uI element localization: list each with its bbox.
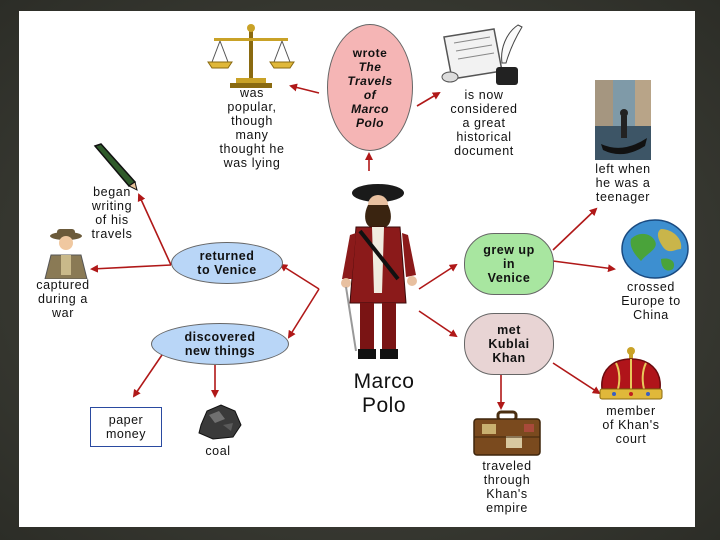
- label-historical-line2: considered: [450, 102, 518, 116]
- label-captured-line3: war: [52, 306, 74, 320]
- node-wrote-line2: The: [358, 59, 382, 74]
- suitcase-icon: [473, 410, 541, 456]
- node-discovered-things: discovered new things: [151, 323, 289, 365]
- scroll-quill-icon: [441, 24, 523, 85]
- node-met-line3: Khan: [492, 351, 526, 365]
- node-returned-line2: to Venice: [197, 263, 257, 277]
- label-historical-line3: a great: [462, 116, 506, 130]
- label-traveled-empire: traveled through Khan's empire: [467, 459, 547, 515]
- label-began-line4: travels: [91, 227, 133, 241]
- label-coal: coal: [193, 444, 243, 458]
- label-crossed-line1: crossed: [627, 280, 675, 294]
- label-member-line3: court: [615, 432, 647, 446]
- label-was-popular: was popular, though many thought he was …: [209, 86, 295, 170]
- label-popular-line5: thought he: [219, 142, 285, 156]
- explorer-icon: [44, 229, 88, 279]
- node-discovered-line2: new things: [184, 344, 256, 358]
- venice-gondola-photo: [595, 80, 651, 160]
- node-wrote-travels: wrote The Travels of Marco Polo: [327, 24, 413, 151]
- node-wrote-line5: Marco: [351, 101, 389, 116]
- label-historical-line5: document: [454, 144, 514, 158]
- node-met-line1: met: [497, 323, 521, 337]
- node-paper-money-line1: paper: [108, 413, 144, 427]
- center-title: Marco Polo: [324, 370, 444, 418]
- crown-icon: [599, 347, 663, 400]
- label-popular-line4: many: [235, 128, 269, 142]
- label-captured-line1: captured: [36, 278, 90, 292]
- node-grew-up-line3: Venice: [487, 271, 531, 285]
- label-began-line2: writing: [91, 199, 133, 213]
- node-grew-up-venice: grew up in Venice: [464, 233, 554, 295]
- label-traveled-line2: through: [483, 473, 531, 487]
- node-paper-money-line2: money: [105, 427, 147, 441]
- node-returned-line1: returned: [199, 249, 255, 263]
- marco-polo-figure: [341, 184, 417, 359]
- label-captured-line2: during a: [38, 292, 88, 306]
- label-began-line3: of his: [95, 213, 129, 227]
- center-title-line1: Marco: [353, 370, 415, 393]
- node-discovered-line1: discovered: [184, 330, 256, 344]
- label-captured-war: captured during a war: [23, 278, 103, 320]
- label-traveled-line3: Khan's: [486, 487, 528, 501]
- label-member-court: member of Khan's court: [591, 404, 671, 446]
- label-began-line1: began: [93, 185, 131, 199]
- node-grew-up-line1: grew up: [483, 243, 535, 257]
- node-grew-up-line2: in: [502, 257, 516, 271]
- label-historical-document: is now considered a great historical doc…: [437, 88, 531, 158]
- label-popular-line1: was: [239, 86, 265, 100]
- node-wrote-line1: wrote: [352, 45, 388, 60]
- label-member-line2: of Khan's: [602, 418, 660, 432]
- center-title-line2: Polo: [361, 394, 407, 417]
- node-wrote-line4: of: [363, 87, 377, 102]
- node-returned-venice: returned to Venice: [171, 242, 283, 284]
- label-crossed-line3: China: [633, 308, 669, 322]
- label-left-line2: he was a: [595, 176, 651, 190]
- scales-icon: [207, 24, 295, 88]
- node-paper-money: paper money: [90, 407, 162, 447]
- label-popular-line3: though: [231, 114, 273, 128]
- node-wrote-line6: Polo: [356, 115, 384, 130]
- label-popular-line2: popular,: [227, 100, 277, 114]
- label-traveled-line4: empire: [486, 501, 528, 515]
- label-crossed-europe: crossed Europe to China: [611, 280, 691, 322]
- label-crossed-line2: Europe to: [621, 294, 681, 308]
- label-popular-line6: was lying: [223, 156, 281, 170]
- label-coal-line1: coal: [205, 444, 231, 458]
- label-historical-line4: historical: [456, 130, 512, 144]
- node-met-line2: Kublai: [488, 337, 530, 351]
- label-left-line1: left when: [595, 162, 651, 176]
- pencil-icon: [93, 143, 138, 191]
- label-left-line3: teenager: [595, 190, 651, 204]
- globe-icon: [621, 219, 689, 279]
- coal-icon: [198, 404, 242, 440]
- connector-arrows: [90, 83, 616, 410]
- slide-canvas: Marco Polo wrote The Travels of Marco Po…: [19, 11, 695, 527]
- label-historical-line1: is now: [464, 88, 504, 102]
- node-wrote-line3: Travels: [347, 73, 393, 88]
- label-began-writing: began writing of his travels: [79, 185, 145, 241]
- label-traveled-line1: traveled: [482, 459, 532, 473]
- label-left-teenager: left when he was a teenager: [581, 162, 665, 204]
- node-met-kublai-khan: met Kublai Khan: [464, 313, 554, 375]
- label-member-line1: member: [606, 404, 656, 418]
